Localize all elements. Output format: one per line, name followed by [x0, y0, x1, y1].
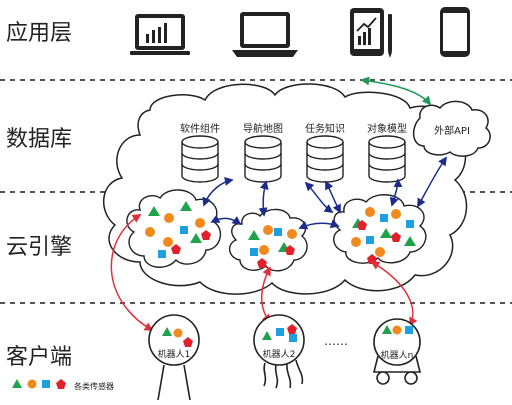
robot-2: 机器人2 — [253, 314, 305, 389]
engine-cloud-middle-sensors — [248, 225, 297, 268]
circle-sensor-icon — [27, 379, 37, 389]
pentagon-sensor-icon — [56, 379, 66, 389]
database-label: 导航地图 — [243, 122, 283, 135]
api-app-arrow — [360, 76, 432, 106]
triangle-sensor-icon — [12, 379, 22, 388]
layer-label-cloud-engine: 云引擎 — [6, 235, 72, 260]
robot-n: 机器人n — [372, 318, 422, 385]
external-api-label: 外部API — [434, 124, 470, 137]
layer-label-database: 数据库 — [6, 127, 72, 152]
monitor-chart-icon — [130, 14, 190, 55]
engine-cloud-left-sensors — [145, 201, 211, 258]
robot-label: 机器人n — [381, 349, 414, 361]
database-object-model: 对象模型 — [367, 122, 407, 183]
sensor-legend: 各类传感器 — [12, 379, 114, 391]
laptop-icon — [232, 12, 298, 57]
legend-label: 各类传感器 — [74, 381, 114, 391]
robot-label: 机器人2 — [263, 348, 296, 360]
engine-cloud-right-sensors — [351, 207, 416, 264]
smartphone-icon — [440, 7, 470, 57]
robot-ellipsis: …… — [324, 334, 348, 348]
robot-1: 机器人1 — [148, 314, 200, 401]
database-task-knowledge: 任务知识 — [305, 122, 345, 183]
database-label: 软件组件 — [180, 122, 220, 135]
tablet-chart-icon — [350, 8, 392, 58]
database-navigation-map: 导航地图 — [243, 122, 283, 183]
layer-label-application: 应用层 — [6, 21, 72, 46]
external-api-cloud — [412, 100, 491, 157]
square-sensor-icon — [42, 380, 50, 388]
data-flow-arrows — [202, 156, 448, 230]
robot-label: 机器人1 — [158, 348, 191, 360]
engine-cloud-middle — [229, 208, 308, 272]
layer-label-client: 客户端 — [6, 345, 72, 370]
database-label: 对象模型 — [367, 122, 407, 135]
database-software-components: 软件组件 — [180, 122, 220, 183]
database-label: 任务知识 — [305, 122, 345, 135]
